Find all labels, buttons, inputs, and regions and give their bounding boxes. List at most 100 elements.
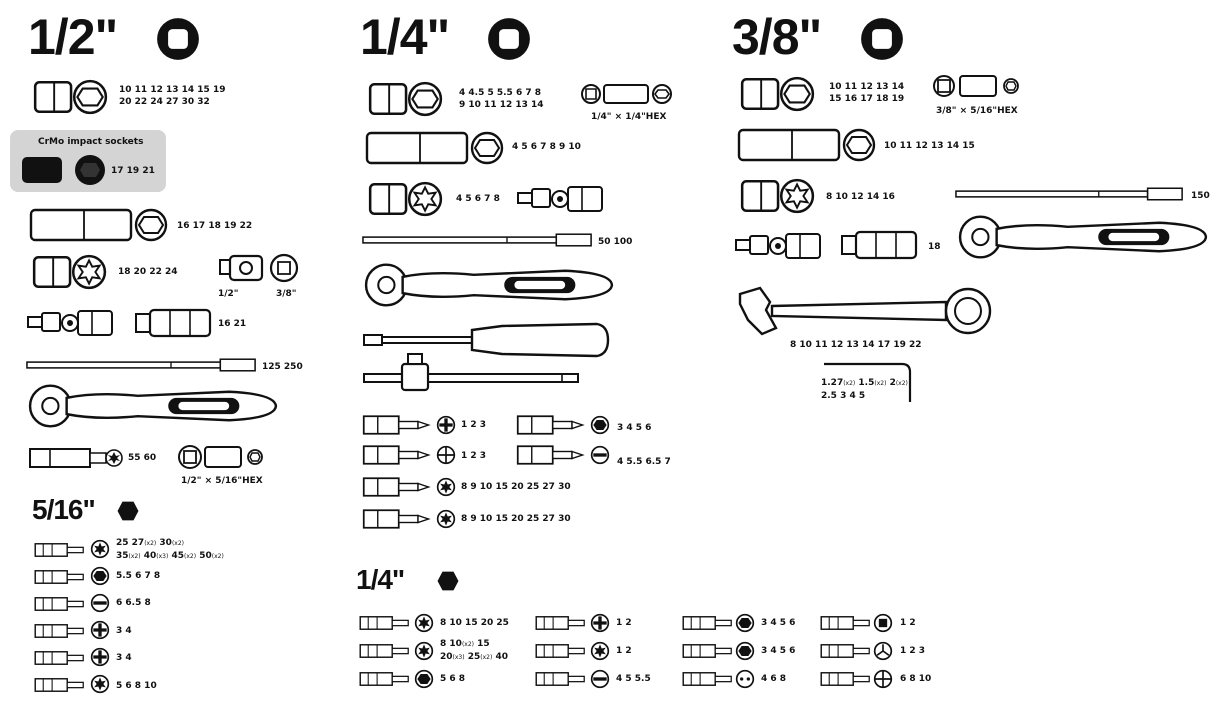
note: (x2) — [895, 380, 908, 387]
spline-tip-icon — [414, 669, 434, 689]
hex-adapter-icon — [580, 82, 674, 106]
square-drive-icon — [487, 17, 531, 61]
square-tip-icon — [873, 613, 893, 633]
ratchet-icon — [362, 262, 616, 308]
bit-icon — [32, 650, 90, 666]
heading-five-sixteenths: 5/16" — [32, 494, 96, 525]
size: 50 — [199, 551, 212, 561]
heading-half-inch: 1/2" — [28, 9, 118, 65]
torx-tip-icon — [436, 477, 456, 497]
hex-adapter-label: 1/4" × 1/4"HEX — [591, 112, 667, 122]
sizes-label: 2.5 3 4 5 — [821, 391, 866, 401]
bit-icon — [357, 643, 415, 659]
note: (x3) — [156, 553, 169, 560]
note: (x3) — [452, 654, 465, 661]
slotted-tip-icon — [590, 445, 610, 465]
impact-label: CrMo impact sockets — [38, 137, 144, 147]
phillips-tip-icon — [90, 620, 110, 640]
extension-bar-icon — [955, 187, 1185, 201]
bit-holder-icon — [28, 447, 124, 469]
sizes-label: 55 60 — [128, 453, 157, 463]
sizes-label: 8 9 10 15 20 25 27 30 — [461, 514, 571, 524]
universal-joint-icon — [516, 183, 606, 215]
sizes-label: 4 5 6 7 8 — [456, 194, 500, 204]
sizes-label: 4 5 6 7 8 9 10 — [512, 142, 581, 152]
sizes-label: 3 4 — [116, 626, 132, 636]
note: (x2) — [128, 553, 141, 560]
bit-icon — [818, 643, 876, 659]
sizes-label: 4 5.5 6.5 7 — [617, 457, 671, 467]
universal-joint-icon — [26, 307, 116, 339]
size: 40 — [143, 551, 157, 561]
sizes-label: 3 4 5 6 — [761, 618, 796, 628]
pozidriv-tip-icon — [590, 641, 610, 661]
slotted-tip-icon — [590, 669, 610, 689]
pozidriv-tip-icon — [436, 445, 456, 465]
hex-tip-icon — [590, 415, 610, 435]
note: (x2) — [144, 540, 157, 547]
bit-icon — [533, 643, 591, 659]
hex-adapter-label: 1/2" × 5/16"HEX — [181, 476, 263, 486]
sizes-label: 5 6 8 — [440, 674, 466, 684]
socket-icon — [27, 78, 113, 116]
note: (x2) — [480, 654, 493, 661]
hex-drive-icon — [116, 500, 140, 522]
bit-icon — [362, 476, 432, 498]
size: 15 — [477, 639, 490, 649]
hex-tip-icon — [735, 613, 755, 633]
sizes-label: 16 21 — [218, 319, 247, 329]
note: (x2) — [211, 553, 224, 560]
sizes-label: 20 22 24 27 30 32 — [119, 97, 210, 107]
bit-icon — [362, 444, 432, 466]
size: 30 — [159, 538, 172, 548]
sizes-label: 18 — [928, 242, 941, 252]
size: 27 — [131, 538, 145, 548]
screwdriver-handle-icon — [362, 320, 612, 360]
sizes-label: 3 4 5 6 — [761, 646, 796, 656]
combination-wrench-icon — [736, 284, 992, 338]
bit-icon — [32, 677, 90, 693]
square-drive-icon — [860, 17, 904, 61]
universal-joint-icon — [734, 230, 824, 262]
bit-icon — [533, 671, 591, 687]
phillips-tip-icon — [436, 415, 456, 435]
sizes-label: 4 6 8 — [761, 674, 787, 684]
size: 25 — [116, 538, 129, 548]
deep-socket-icon — [362, 130, 508, 166]
torx-tip-icon — [414, 613, 434, 633]
sizes-label: 17 19 21 — [111, 166, 155, 176]
sizes-label: 1 2 — [900, 618, 916, 628]
phillips-tip-icon — [590, 613, 610, 633]
bit-icon — [32, 569, 90, 585]
sizes-label: 50 100 — [598, 237, 633, 247]
adapter-label: 1/2" — [218, 289, 239, 299]
sliding-t-bar-icon — [362, 352, 582, 392]
size: 45 — [171, 551, 184, 561]
sizes-label: 8 10 11 12 13 14 17 19 22 — [790, 340, 922, 350]
note: (x2) — [184, 553, 197, 560]
sizes-label: 10 11 12 13 14 15 — [884, 141, 975, 151]
sizes-label: 8 10 15 20 25 — [440, 618, 509, 628]
sizes-label: 125 250 — [262, 362, 303, 372]
bit-icon — [680, 671, 738, 687]
bit-icon — [362, 414, 432, 436]
sizes-label: 150 — [1191, 191, 1210, 201]
sizes-label: 8 10 12 14 16 — [826, 192, 895, 202]
bit-icon — [533, 615, 591, 631]
bit-icon — [32, 623, 90, 639]
extension-bar-icon — [26, 358, 258, 372]
size: 8 — [440, 639, 447, 649]
bit-icon — [680, 615, 738, 631]
sizes-label: 1 2 3 — [461, 420, 487, 430]
spark-plug-socket-icon — [840, 230, 920, 260]
size: 1.27 — [821, 378, 844, 388]
ratchet-icon — [26, 383, 280, 429]
sizes-label: 10 11 12 13 14 15 19 — [119, 85, 226, 95]
socket-icon — [734, 75, 820, 113]
extension-bar-icon — [362, 233, 594, 247]
adapter-label: 3/8" — [276, 289, 297, 299]
size: 35 — [116, 551, 129, 561]
adapter-icon — [218, 254, 300, 284]
sizes-label: 9 10 11 12 13 14 — [459, 100, 544, 110]
sizes-label: 1 2 3 — [900, 646, 926, 656]
